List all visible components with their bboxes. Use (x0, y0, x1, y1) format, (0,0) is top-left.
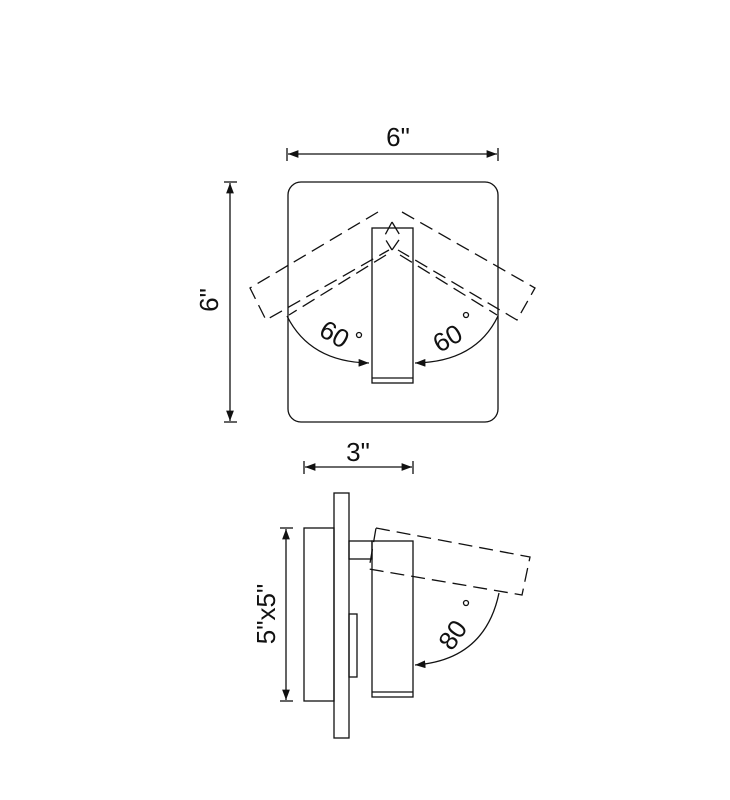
depth-label: 3" (346, 437, 370, 467)
width-dimension: 6" (286, 122, 499, 161)
degree-symbol (462, 311, 470, 319)
canopy-label: 5"x5" (251, 584, 281, 644)
tilted-position (368, 527, 531, 596)
wall-plate-side (333, 492, 350, 739)
side-view: 3" 5"x5" 80 (251, 437, 531, 739)
canopy (303, 527, 335, 702)
right-angle-label: 60 (427, 318, 467, 358)
width-label: 6" (386, 122, 410, 152)
right-angle-arc (414, 315, 499, 367)
tilt-angle-label: 80 (432, 614, 473, 655)
height-dimension: 6" (194, 181, 237, 423)
canopy-dimension: 5"x5" (251, 527, 293, 702)
arm (348, 540, 373, 560)
left-angle-label: 60 (314, 314, 354, 354)
height-label: 6" (194, 288, 224, 312)
front-view: 6" 6" 60 60 (194, 122, 536, 423)
switch (348, 613, 358, 678)
tilt-angle-arc (414, 592, 500, 669)
depth-dimension: 3" (303, 437, 414, 474)
degree-symbol (355, 331, 363, 339)
wall-plate (287, 181, 499, 423)
left-angle-arc (286, 315, 370, 367)
lamp-head (371, 227, 414, 384)
degree-symbol (462, 599, 470, 607)
left-rotated-position (249, 211, 393, 321)
lamp-head-side (371, 540, 414, 698)
right-rotated-position (391, 211, 536, 321)
